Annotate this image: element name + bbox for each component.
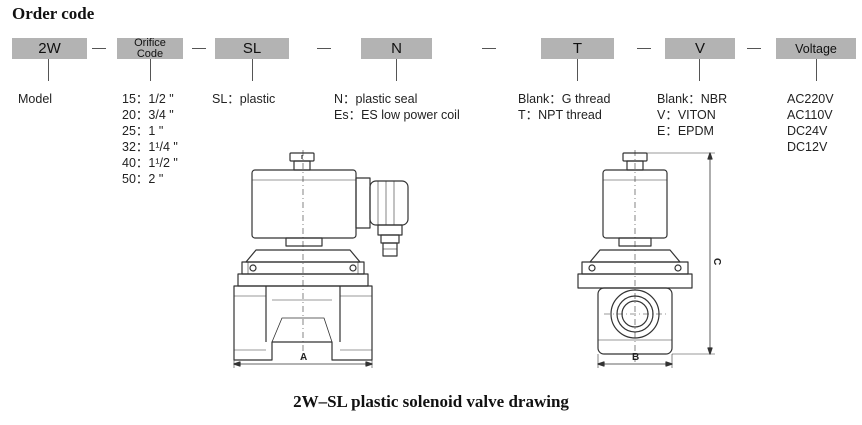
options-seal-coil: N：plastic seal Es：ES low power coil — [334, 91, 460, 123]
dimension-a-label: A — [300, 352, 307, 363]
separator-dash — [92, 48, 106, 49]
code-box-voltage: Voltage — [776, 38, 856, 59]
options-thread: Blank：G thread T：NPT thread — [518, 91, 610, 123]
options-orifice: 15：1/2 " 20：3/4 " 25：1 " 32：1¹/4 " 40：1¹… — [122, 91, 178, 187]
option-item: E：EPDM — [657, 124, 714, 138]
code-orifice-line2: Code — [136, 47, 164, 60]
options-body: SL：plastic — [212, 91, 275, 107]
option-item: 20：3/4 " — [122, 108, 174, 122]
options-voltage: AC220V AC110V DC24V DC12V — [787, 91, 834, 155]
code-orifice-line1: Orifice — [134, 36, 166, 49]
separator-dash — [482, 48, 496, 49]
options-seal-material: Blank：NBR V：VITON E：EPDM — [657, 91, 727, 139]
dimension-c-label: C — [711, 258, 722, 265]
leader-line — [150, 59, 151, 81]
option-item: Blank：G thread — [518, 92, 611, 106]
code-box-orifice: Orifice Code — [117, 36, 183, 60]
side-view-drawing — [577, 150, 715, 368]
option-item: N：plastic seal — [334, 92, 418, 106]
leader-line — [252, 59, 253, 81]
code-box-model: 2W — [12, 38, 87, 59]
separator-dash — [192, 48, 206, 49]
option-item: AC110V — [787, 108, 833, 122]
separator-dash — [637, 48, 651, 49]
option-item: Blank：NBR — [657, 92, 728, 106]
leader-line — [577, 59, 578, 81]
code-seal-label: N — [391, 40, 402, 57]
code-voltage-label: Voltage — [795, 41, 837, 56]
front-view-drawing — [233, 150, 409, 368]
separator-dash — [747, 48, 761, 49]
page-title: Order code — [12, 4, 95, 23]
code-box-seal: N — [361, 38, 432, 59]
leader-line — [816, 59, 817, 81]
option-item: 40：1¹/2 " — [122, 156, 178, 170]
options-model: Model — [18, 91, 52, 107]
code-model-label: 2W — [38, 40, 61, 57]
option-item: Model — [18, 92, 53, 106]
code-box-body: SL — [215, 38, 289, 59]
leader-line — [48, 59, 49, 81]
option-item: SL：plastic — [212, 92, 276, 106]
code-thread-label: T — [572, 40, 583, 57]
leader-line — [396, 59, 397, 81]
dimension-b-label: B — [632, 352, 639, 363]
option-item: AC220V — [787, 92, 834, 106]
option-item: 25：1 " — [122, 124, 164, 138]
code-body-label: SL — [242, 40, 262, 57]
code-material-label: V — [694, 40, 705, 57]
option-item: DC24V — [787, 124, 828, 138]
option-item: T：NPT thread — [518, 108, 602, 122]
option-item: V：VITON — [657, 108, 716, 122]
option-item: 50：2 " — [122, 172, 164, 186]
option-item: 32：1¹/4 " — [122, 140, 178, 154]
code-box-thread: T — [541, 38, 614, 59]
option-item: 15：1/2 " — [122, 92, 174, 106]
option-item: DC12V — [787, 140, 828, 154]
drawing-caption: 2W–SL plastic solenoid valve drawing — [293, 392, 569, 411]
leader-line — [699, 59, 700, 81]
code-box-material: V — [665, 38, 735, 59]
option-item: Es：ES low power coil — [334, 108, 460, 122]
separator-dash — [317, 48, 331, 49]
